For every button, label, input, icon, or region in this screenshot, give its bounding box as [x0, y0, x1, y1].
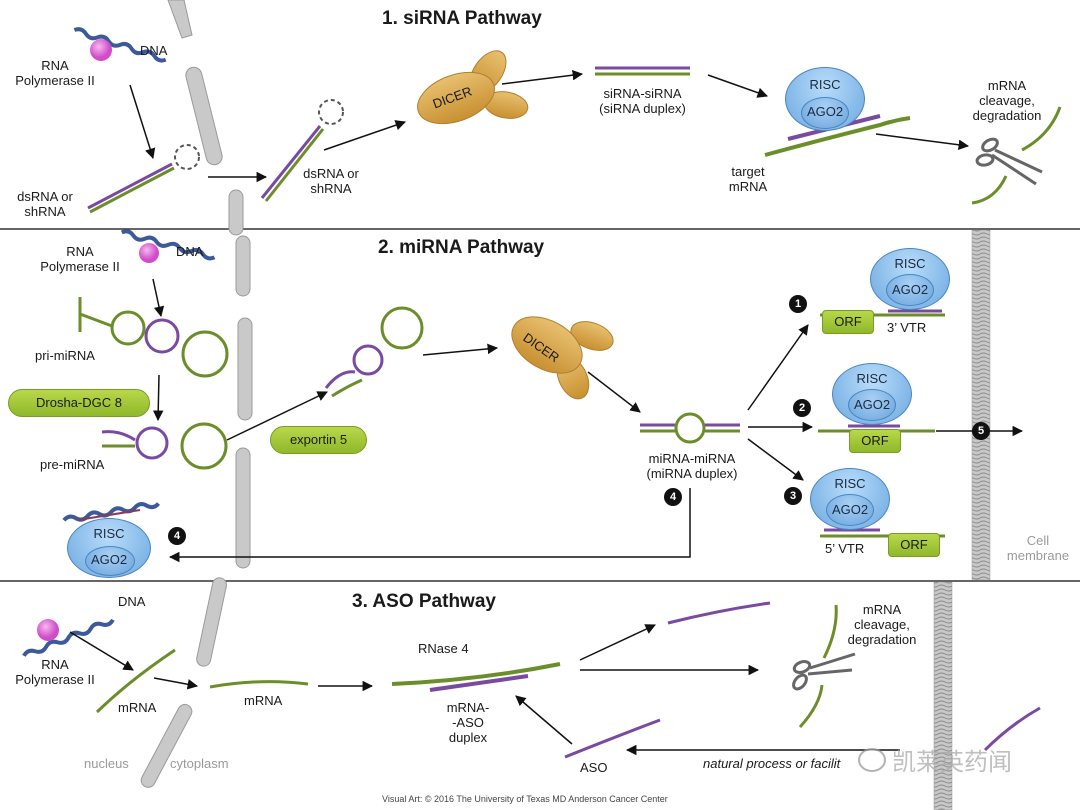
label-dsrna-2: dsRNA or shRNA — [303, 166, 359, 196]
step-badge-4-duplex: 4 — [664, 488, 682, 506]
dsrna-hairpin-2 — [260, 99, 344, 202]
label-cell-membrane: Cell membrane — [1006, 533, 1070, 563]
label-3utr: 3’ VTR — [887, 320, 927, 335]
label-rna-polymerase-3: RNA Polymerase II — [15, 657, 95, 687]
pri-mirna — [78, 297, 229, 378]
drosha-dgc8-badge: Drosha-DGC 8 — [8, 389, 150, 417]
risc-label: RISC — [93, 526, 125, 541]
mirna-duplex — [640, 412, 740, 444]
label-dna-2: DNA — [176, 244, 204, 259]
dna-helix-1 — [73, 27, 167, 63]
ago2-label: AGO2 — [806, 104, 844, 119]
dicer-1 — [417, 50, 529, 125]
risc-complex-1: RISC AGO2 — [785, 67, 865, 132]
label-rna-polymerase-2: RNA Polymerase II — [40, 244, 120, 274]
label-5utr: 5’ VTR — [825, 541, 865, 556]
ago2-label: AGO2 — [891, 282, 929, 297]
cell-membrane-mirna — [971, 229, 991, 581]
label-aso: ASO — [580, 760, 608, 775]
label-pre-mirna: pre-miRNA — [40, 457, 105, 472]
ago2-label: AGO2 — [90, 552, 128, 567]
nuclear-envelope — [140, 0, 253, 788]
label-dna-3: DNA — [118, 594, 146, 609]
aso-released — [667, 601, 771, 625]
label-sirna-duplex: siRNA-siRNA (siRNA duplex) — [599, 86, 686, 116]
dna-helix-2 — [120, 229, 216, 263]
risc-complex-outcome-2: RISC AGO2 — [832, 363, 912, 427]
section-title-sirna: 1. siRNA Pathway — [382, 8, 542, 29]
rna-polymerase-2 — [139, 243, 159, 263]
scissors-icon-1 — [975, 137, 1043, 186]
section-title-mirna: 2. miRNA Pathway — [378, 237, 545, 258]
risc-label: RISC — [834, 476, 866, 491]
label-nucleus: nucleus — [84, 756, 129, 771]
orf-box-1: ORF — [822, 310, 874, 334]
label-mirna-duplex: miRNA-miRNA (miRNA duplex) — [646, 451, 738, 481]
pre-mirna — [101, 422, 228, 470]
step-badge-5: 5 — [972, 422, 990, 440]
risc-complex-outcome-1: RISC AGO2 — [870, 248, 950, 312]
aso-strand — [564, 718, 661, 759]
scissors-icon-3 — [792, 652, 856, 691]
risc-complex-recycled: RISC AGO2 — [67, 518, 151, 580]
label-mrna-cytoplasm: mRNA — [244, 693, 283, 708]
watermark-text: 凯莱英药闻 — [892, 748, 1012, 776]
risc-label: RISC — [894, 256, 926, 271]
mrna-aso-duplex — [391, 662, 561, 692]
step-badge-1: 1 — [789, 295, 807, 313]
pre-mirna-exported — [324, 306, 424, 398]
ago2-label: AGO2 — [853, 397, 891, 412]
dicer-2 — [511, 316, 614, 400]
credit-line: Visual Art: © 2016 The University of Tex… — [382, 794, 668, 804]
label-dsrna-1: dsRNA or shRNA — [17, 189, 73, 219]
watermark: 凯莱英药闻 — [858, 742, 1012, 777]
label-natural-process: natural process or facilit — [703, 756, 841, 771]
mrna-nuclear — [95, 648, 176, 714]
risc-complex-outcome-3: RISC AGO2 — [810, 468, 890, 532]
risc-label: RISC — [809, 77, 841, 92]
label-target-mrna: target mRNA — [728, 164, 768, 194]
rna-polymerase-1 — [90, 39, 112, 61]
wechat-icon — [858, 747, 886, 772]
sirna-duplex — [595, 66, 690, 76]
label-mrna-nuclear: mRNA — [118, 700, 157, 715]
dsrna-hairpin-1 — [87, 144, 200, 214]
label-mrna-aso-duplex: mRNA- -ASO duplex — [446, 700, 490, 745]
dna-helix-risc — [62, 502, 161, 522]
label-mrna-cleavage-1: mRNA cleavage, degradation — [972, 78, 1042, 123]
rna-polymerase-3 — [37, 619, 59, 641]
aso-extracellular — [983, 706, 1041, 752]
step-badge-2: 2 — [793, 399, 811, 417]
dna-helix-3 — [22, 618, 115, 657]
ago2-label: AGO2 — [831, 502, 869, 517]
section-title-aso: 3. ASO Pathway — [352, 591, 496, 612]
label-cytoplasm: cytoplasm — [170, 756, 229, 771]
label-rnase4: RNase 4 — [418, 641, 469, 656]
label-mrna-cleavage-3: mRNA cleavage, degradation — [847, 602, 917, 647]
label-pri-mirna: pri-miRNA — [35, 348, 95, 363]
cell-membrane-aso — [933, 581, 953, 810]
label-dna-1: DNA — [140, 43, 168, 58]
cleaved-mrna-3 — [798, 604, 838, 729]
exportin5-badge: exportin 5 — [270, 426, 367, 454]
risc-label: RISC — [856, 371, 888, 386]
step-badge-4-recycle: 4 — [168, 527, 186, 545]
orf-box-2: ORF — [849, 429, 901, 453]
cleaved-mrna-1 — [971, 106, 1062, 205]
mrna-cytoplasm — [209, 680, 309, 689]
label-rna-polymerase-1: RNA Polymerase II — [15, 58, 95, 88]
orf-box-3: ORF — [888, 533, 940, 557]
step-badge-3: 3 — [784, 487, 802, 505]
